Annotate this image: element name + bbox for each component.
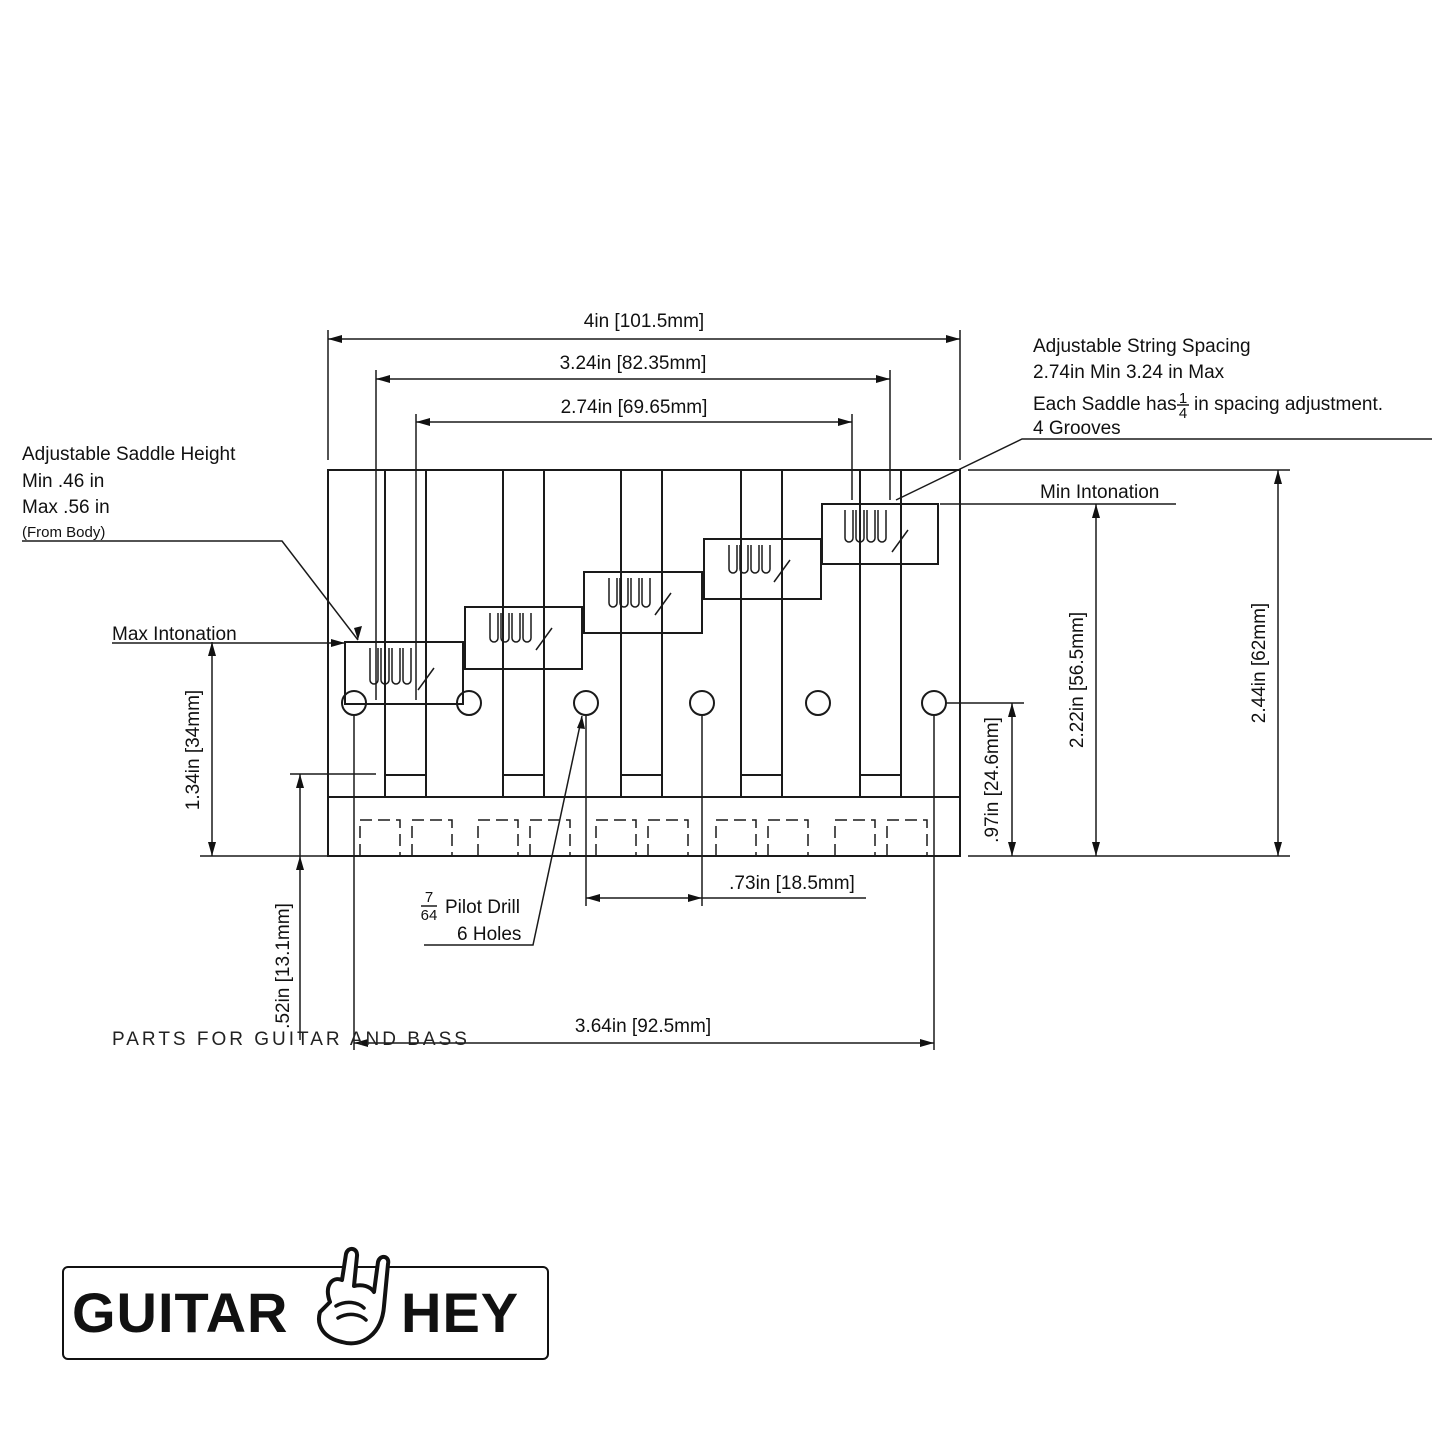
- dim-outer-holes: 3.64in [92.5mm]: [353, 715, 935, 1050]
- string-spacing-adjust-prefix: Each Saddle has: [1033, 394, 1177, 415]
- inner-string-spacing-label: 2.74in [69.65mm]: [561, 397, 708, 418]
- callout-saddle-height: Adjustable Saddle Height Min .46 in Max …: [22, 444, 362, 641]
- logo-word-hey: HEY: [401, 1281, 520, 1344]
- dim-outer-string-spacing: 3.24in [82.35mm]: [375, 353, 891, 700]
- callout-min-intonation: Min Intonation: [1040, 482, 1159, 503]
- min-intonation-label: Min Intonation: [1040, 482, 1159, 503]
- dim-front-lip: .52in [13.1mm]: [273, 773, 376, 1040]
- saddle-height-min: Min .46 in: [22, 471, 104, 492]
- bridge-base-plate: [327, 469, 961, 857]
- front-lip-label: .52in [13.1mm]: [273, 903, 294, 1029]
- dim-hole-height: .97in [24.6mm]: [946, 702, 1024, 856]
- string-spacing-range: 2.74in Min 3.24 in Max: [1033, 362, 1225, 383]
- overall-width-label: 4in [101.5mm]: [584, 311, 704, 332]
- callout-pilot-drill: 7 64 Pilot Drill 6 Holes: [421, 715, 585, 946]
- max-intonation-height-label: 1.34in [34mm]: [183, 690, 204, 810]
- pilot-drill-count: 6 Holes: [457, 924, 521, 945]
- outer-holes-label: 3.64in [92.5mm]: [575, 1016, 711, 1037]
- saddle-height-max: Max .56 in: [22, 497, 110, 518]
- hole-height-label: .97in [24.6mm]: [982, 717, 1003, 843]
- pilot-drill-fraction-den: 64: [421, 907, 438, 924]
- saddle-height-ref: (From Body): [22, 524, 105, 541]
- pilot-drill-label: Pilot Drill: [445, 897, 520, 918]
- string-spacing-adjust-suffix: in spacing adjustment.: [1194, 394, 1383, 415]
- saddle-grooves: [369, 510, 909, 691]
- dim-hole-spacing: .73in [18.5mm]: [585, 715, 866, 906]
- outer-string-spacing-label: 3.24in [82.35mm]: [560, 353, 707, 374]
- dim-overall-width: 4in [101.5mm]: [327, 311, 961, 460]
- saddle-height-title: Adjustable Saddle Height: [22, 444, 236, 465]
- dim-overall-height: 2.44in [62mm]: [968, 469, 1290, 857]
- rock-hand-icon: [317, 1247, 391, 1346]
- dim-max-intonation-height: 1.34in [34mm]: [183, 642, 328, 857]
- saddles: [344, 503, 939, 705]
- string-spacing-title: Adjustable String Spacing: [1033, 336, 1251, 357]
- logo-word-guitar: GUITAR: [72, 1281, 289, 1344]
- logo-tagline: PARTS FOR GUITAR AND BASS: [112, 1029, 470, 1050]
- callout-string-spacing: Adjustable String Spacing 2.74in Min 3.2…: [895, 336, 1432, 501]
- dim-min-intonation-height: 2.22in [56.5mm]: [940, 503, 1176, 856]
- overall-height-label: 2.44in [62mm]: [1249, 603, 1270, 723]
- callout-max-intonation: Max Intonation: [112, 624, 345, 647]
- brand-logo: GUITAR HEY: [62, 1247, 549, 1360]
- hidden-screw-slots: [359, 819, 928, 856]
- pilot-drill-fraction-num: 7: [425, 889, 433, 906]
- max-intonation-label: Max Intonation: [112, 624, 237, 645]
- min-intonation-height-label: 2.22in [56.5mm]: [1067, 612, 1088, 748]
- dim-inner-string-spacing: 2.74in [69.65mm]: [415, 397, 853, 700]
- hole-spacing-label: .73in [18.5mm]: [729, 873, 855, 894]
- string-spacing-fraction-den: 4: [1179, 405, 1187, 422]
- string-spacing-fraction-num: 1: [1179, 390, 1187, 407]
- string-spacing-grooves: 4 Grooves: [1033, 418, 1121, 439]
